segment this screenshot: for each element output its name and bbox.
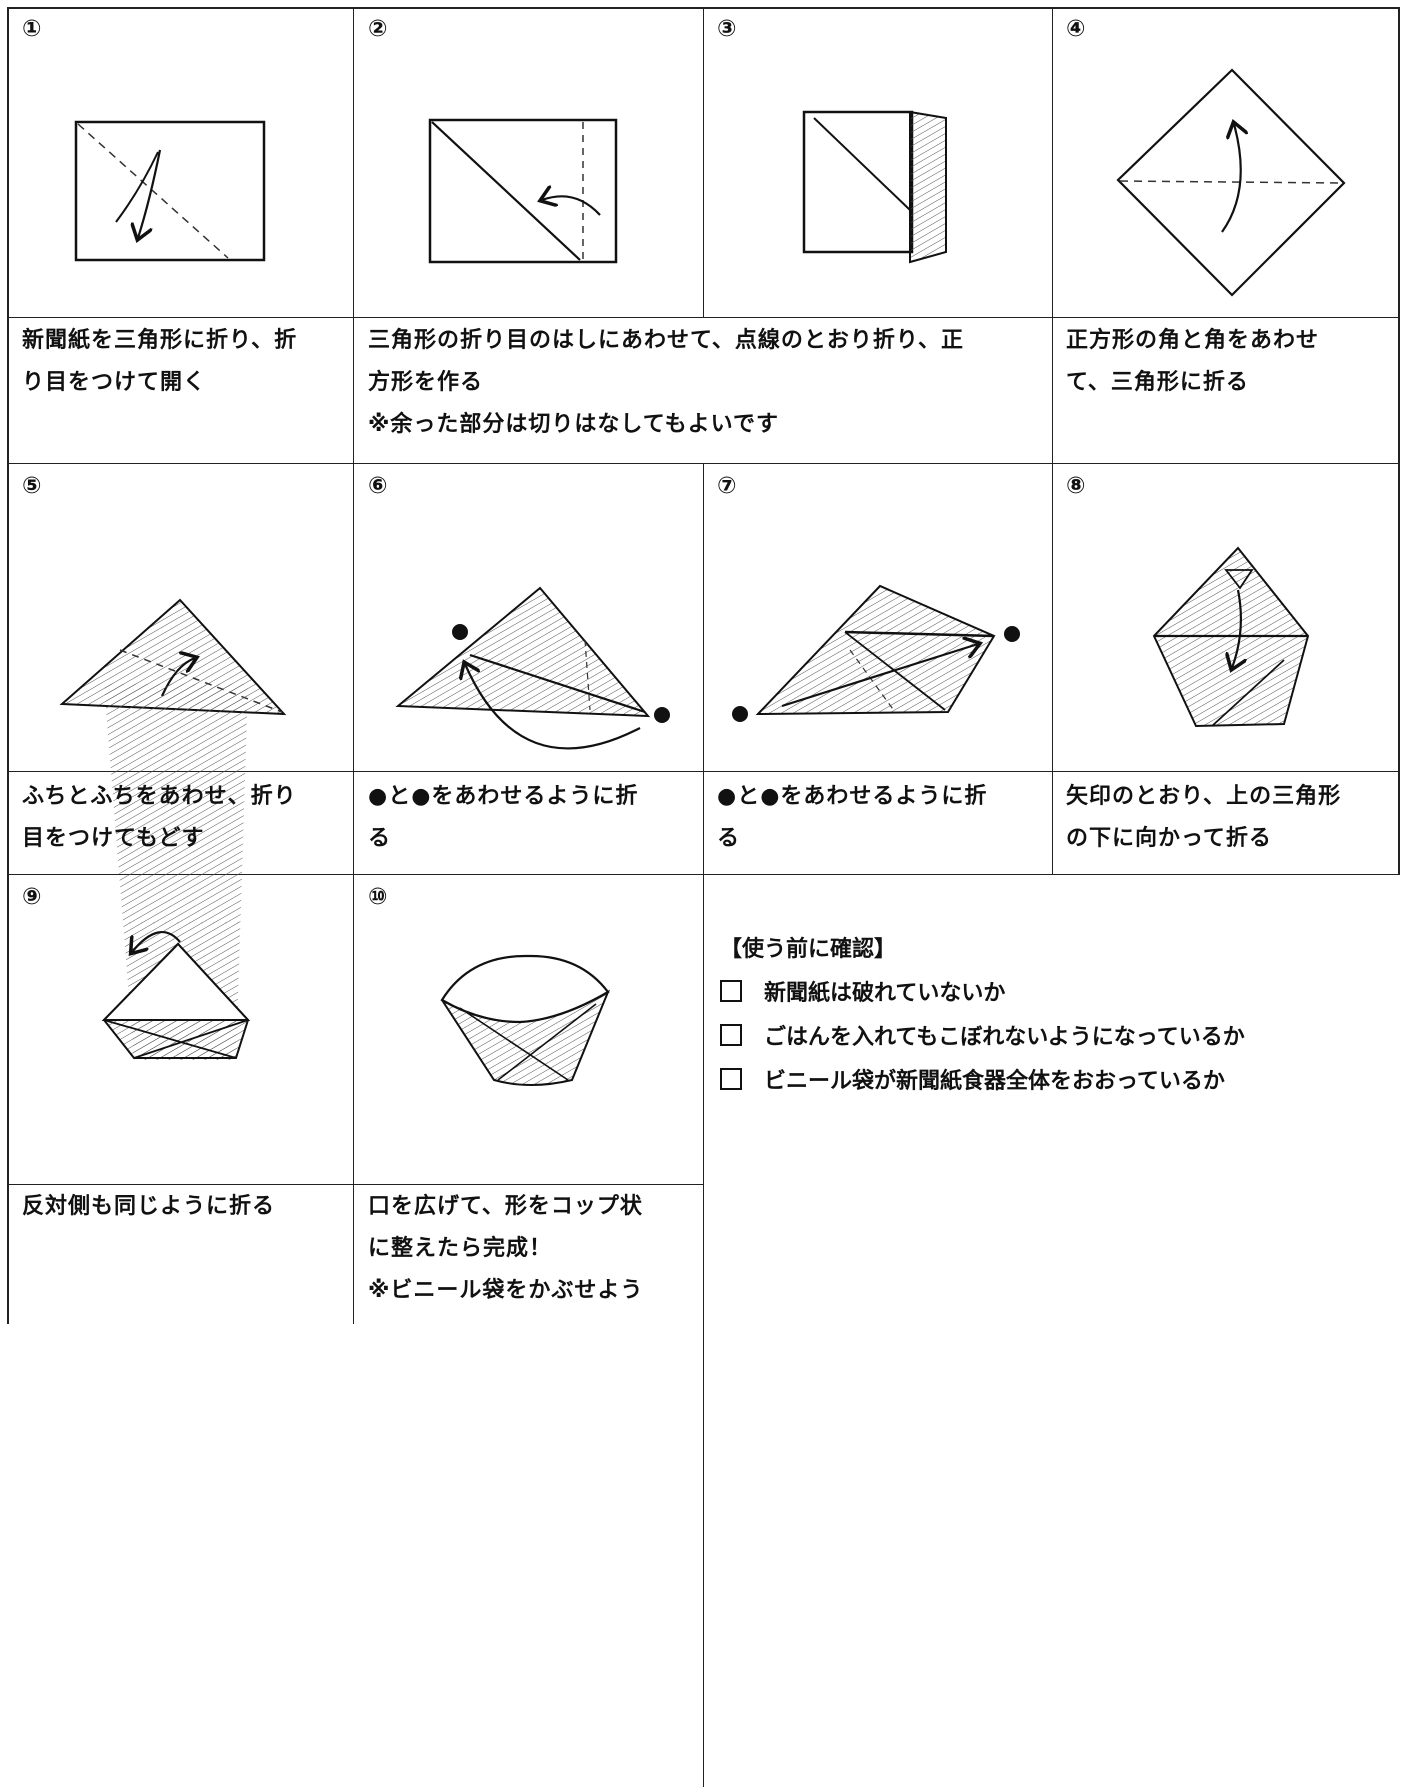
step-number: ⑤ [22,473,42,499]
step4-diagram [1116,68,1346,297]
caption-line: 三角形の折り目のはしにあわせて、点線のとおり折り、正 [368,328,965,353]
caption-line: 正方形の角と角をあわせ [1066,328,1320,353]
step7-diagram [732,584,1020,722]
checklist-item-label: 新聞紙は破れていないか [764,981,1006,1006]
step-number: ⑧ [1066,473,1086,499]
caption-line: る [368,826,392,851]
caption-line: 方形を作る [368,370,484,395]
caption-line: ふちとふちをあわせ、折り [22,784,297,809]
caption-line: て、三角形に折る [1066,370,1249,395]
caption-line: ●と●をあわせるように折 [368,784,639,809]
grid-line-v2b [703,463,704,1787]
caption-line: 反対側も同じように折る [22,1194,276,1219]
caption-line: ※ビニール袋をかぶせよう [368,1278,644,1303]
step10-caption: 口を広げて、形をコップ状 に整えたら完成！ ※ビニール袋をかぶせよう [368,1186,643,1312]
step-number: ② [368,16,388,42]
caption-line: り目をつけて開く [22,370,207,395]
grid-border-right [1398,7,1400,875]
step-number: ④ [1066,16,1086,42]
step3-diagram [802,110,947,264]
step1-caption: 新聞紙を三角形に折り、折 り目をつけて開く [22,320,297,404]
step6-caption: ●と●をあわせるように折 る [368,776,638,860]
step-number: ① [22,16,42,42]
caption-line: 目をつけてもどす [22,826,205,851]
checklist: 【使う前に確認】 新聞紙は破れていないか ごはんを入れてもこぼれないようになって… [720,928,1245,1104]
step10-diagram [440,954,611,1086]
checklist-item-label: ごはんを入れてもこぼれないようになっているか [764,1025,1245,1050]
grid-line-h1 [7,317,1400,318]
step-number: ⑨ [22,884,42,910]
step2-caption: 三角形の折り目のはしにあわせて、点線のとおり折り、正 方形を作る ※余った部分は… [368,320,964,446]
caption-line: の下に向かって折る [1066,826,1272,851]
grid-line-v3 [1052,7,1053,875]
step-number: ③ [717,16,737,42]
step2-diagram [428,118,618,264]
checkbox-icon[interactable] [720,980,742,1002]
step-number: ⑩ [368,884,388,910]
step-number: ⑥ [368,473,388,499]
step8-diagram [1152,546,1310,728]
checklist-title: 【使う前に確認】 [720,937,897,962]
caption-line: に整えたら完成！ [368,1236,553,1261]
grid-line-v1 [353,7,354,1324]
step9-caption: 反対側も同じように折る [22,1186,275,1228]
caption-line: ●と●をあわせるように折 [717,784,988,809]
step4-caption: 正方形の角と角をあわせ て、三角形に折る [1066,320,1319,404]
grid-line-v2 [703,7,704,317]
grid-border-left [7,7,9,1324]
checkbox-icon[interactable] [720,1024,742,1046]
step9-diagram [101,684,251,1060]
grid-line-h5 [7,1184,704,1185]
step1-diagram [74,120,266,262]
step-number: ⑦ [717,473,737,499]
caption-line: ※余った部分は切りはなしてもよいです [368,412,779,437]
checklist-item: 新聞紙は破れていないか [720,972,1245,1016]
step8-caption: 矢印のとおり、上の三角形 の下に向かって折る [1066,776,1341,860]
caption-line: る [717,826,741,851]
step6-diagram [395,586,670,750]
checklist-item: ビニール袋が新聞紙食器全体をおおっているか [720,1060,1245,1104]
checkbox-icon[interactable] [720,1068,742,1090]
step5-caption: ふちとふちをあわせ、折り 目をつけてもどす [22,776,297,860]
caption-line: 新聞紙を三角形に折り、折 [22,328,298,353]
checklist-item: ごはんを入れてもこぼれないようになっているか [720,1016,1245,1060]
caption-line: 口を広げて、形をコップ状 [368,1194,643,1219]
caption-line: 矢印のとおり、上の三角形 [1066,784,1342,809]
step7-caption: ●と●をあわせるように折 る [717,776,987,860]
checklist-item-label: ビニール袋が新聞紙食器全体をおおっているか [764,1069,1225,1094]
